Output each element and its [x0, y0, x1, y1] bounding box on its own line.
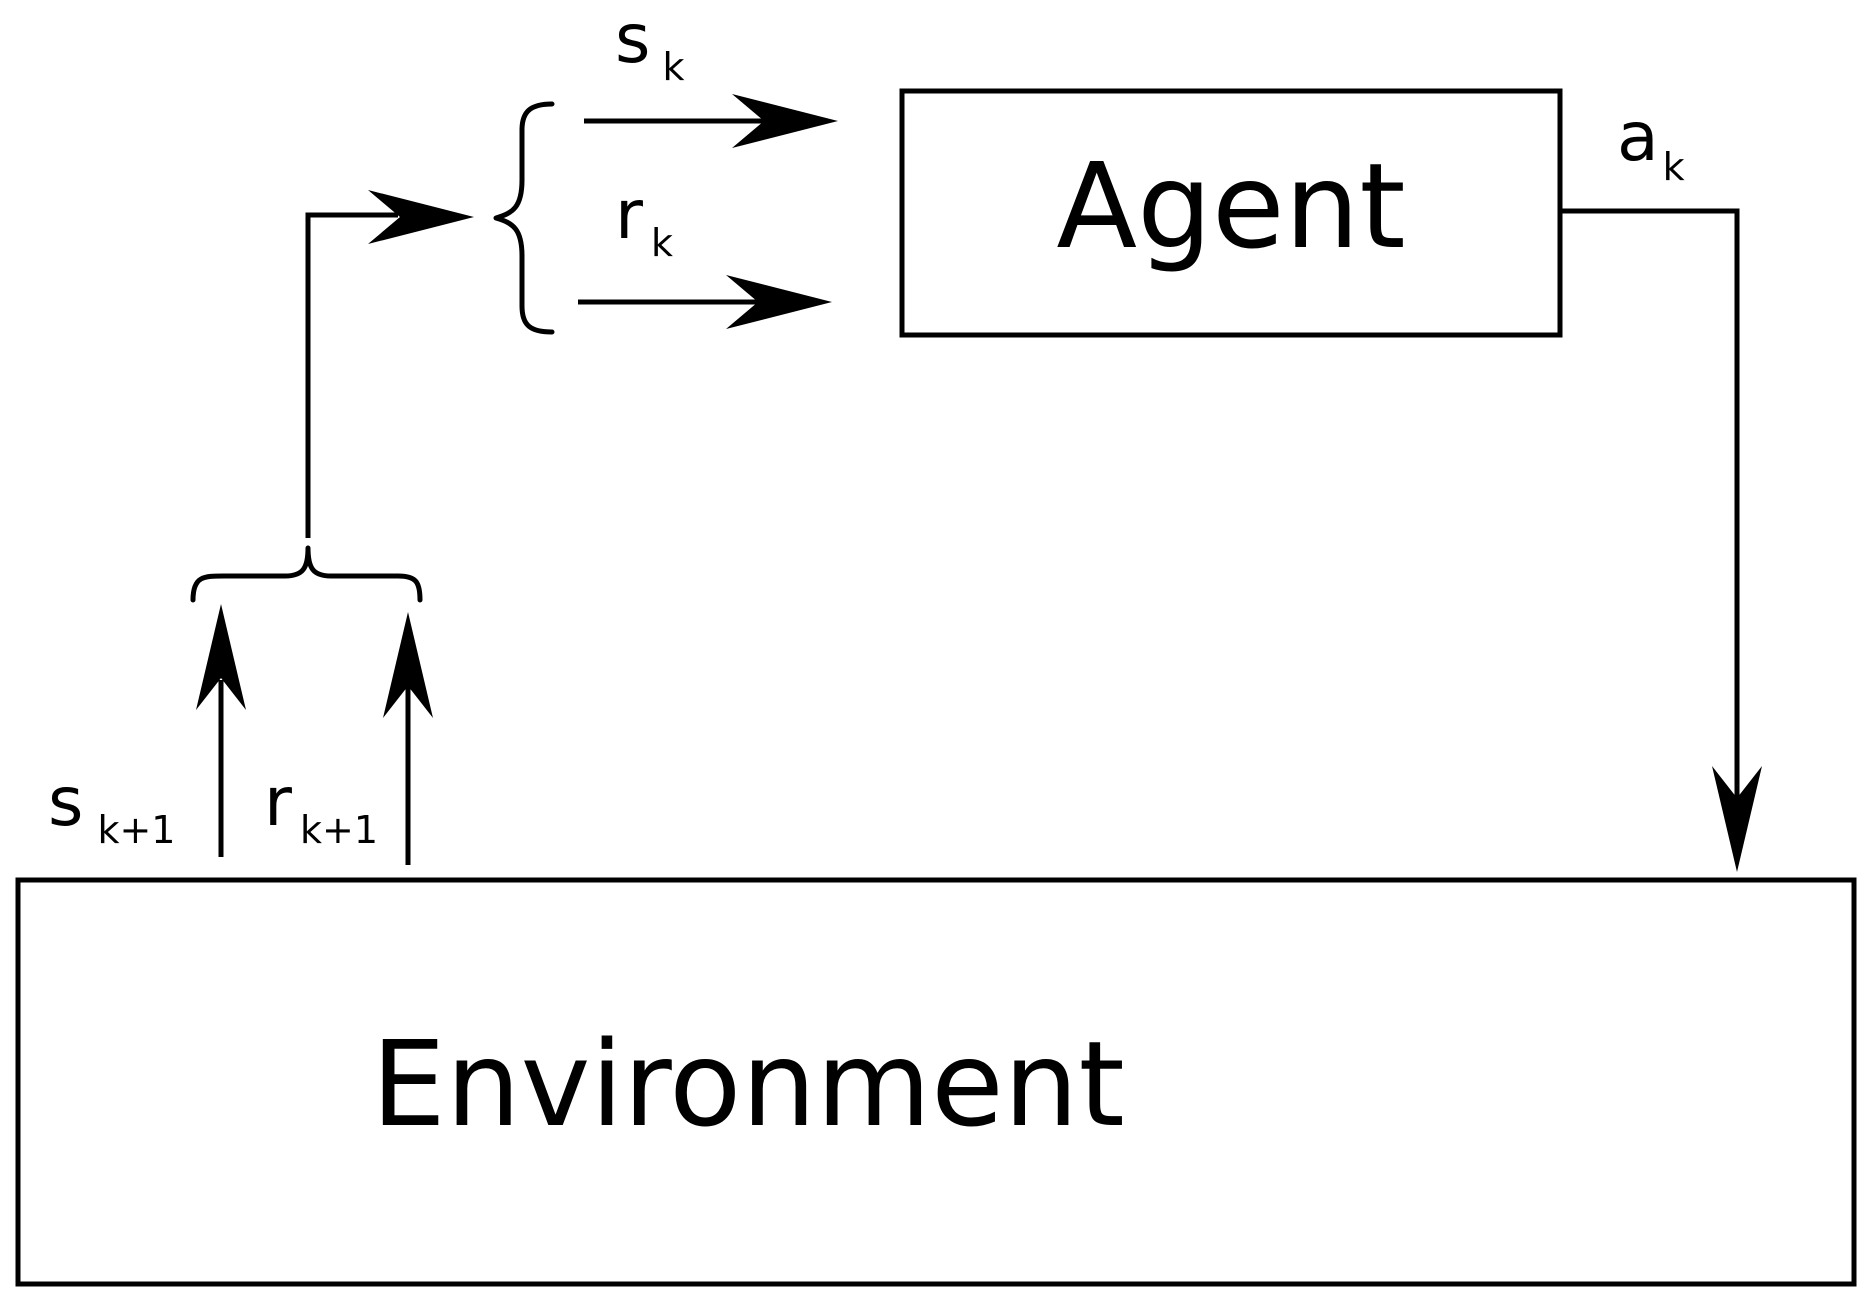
- next-state-subscript: k+1: [97, 808, 175, 852]
- environment-label: Environment: [371, 1015, 1124, 1153]
- top-grouping-brace: [493, 101, 555, 335]
- current-reward-subscript: k: [651, 221, 673, 265]
- bottom-grouping-brace: [190, 545, 423, 603]
- feedback-arrowhead: [368, 190, 474, 244]
- action-symbol: a: [1617, 98, 1659, 177]
- current-reward-symbol: r: [615, 176, 643, 255]
- next-state-connector: s k+1: [48, 604, 246, 857]
- current-state-arrowhead: [732, 94, 838, 148]
- action-wire: [1562, 208, 1740, 800]
- action-subscript: k: [1663, 145, 1685, 189]
- current-state-subscript: k: [662, 45, 684, 89]
- next-state-label: s k+1: [48, 763, 175, 852]
- next-state-symbol: s: [48, 763, 83, 842]
- next-reward-symbol: r: [264, 763, 292, 842]
- next-reward-subscript: k+1: [300, 808, 378, 852]
- feedback-wire: [305, 212, 398, 538]
- feedback-connector: [305, 190, 474, 538]
- environment-node[interactable]: Environment: [15, 877, 1857, 1287]
- current-state-symbol: s: [615, 0, 650, 79]
- next-reward-arrowhead: [383, 612, 433, 718]
- agent-label: Agent: [1056, 137, 1405, 275]
- action-arrowhead: [1712, 766, 1762, 872]
- agent-box: [899, 88, 1563, 338]
- next-state-arrowhead: [196, 604, 246, 710]
- environment-box: [15, 877, 1857, 1287]
- current-reward-arrowhead: [726, 275, 832, 329]
- agent-node[interactable]: Agent: [899, 88, 1563, 338]
